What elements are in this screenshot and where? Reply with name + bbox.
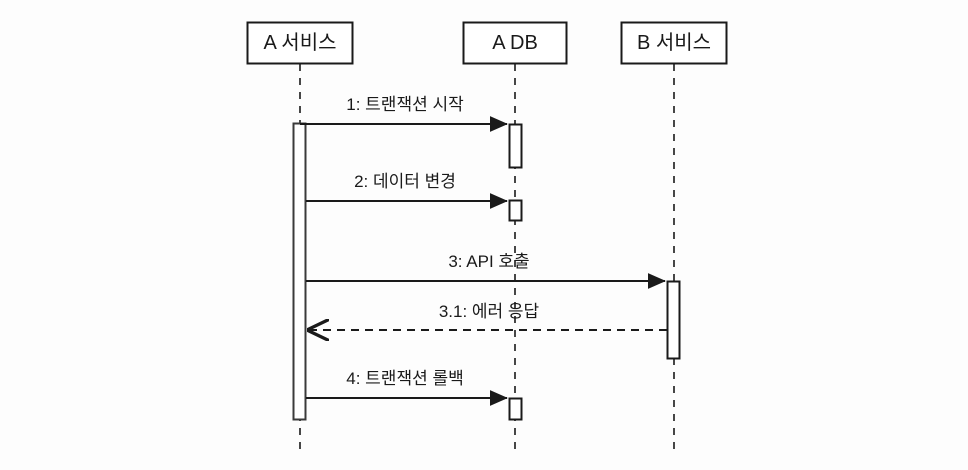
activation-bar-a-db-2[interactable] (508, 199, 523, 222)
participant-box-a-db[interactable] (462, 21, 568, 65)
participant-box-b-service[interactable] (620, 21, 728, 65)
activation-bar-a-service[interactable] (292, 122, 307, 421)
message-label-1: 1: 트랜잭션 시작 (346, 95, 464, 114)
participant-label-a-db: A DB (492, 32, 538, 54)
activation-bars (292, 122, 681, 421)
message-label-3-1: 3.1: 에러 응답 (438, 302, 540, 321)
message-label-3: 3: API 호출 (448, 252, 530, 271)
participant-boxes (246, 21, 728, 65)
activation-bar-b-service[interactable] (666, 280, 681, 360)
participant-box-a-service[interactable] (246, 21, 354, 65)
message-arrows (300, 116, 667, 406)
participant-label-a-service: A 서비스 (263, 32, 337, 54)
activation-bar-a-db-1[interactable] (508, 123, 523, 169)
activation-bar-a-db-3[interactable] (508, 397, 523, 421)
message-label-4: 4: 트랜잭션 롤백 (346, 369, 464, 388)
participant-label-b-service: B 서비스 (636, 32, 712, 54)
message-label-2: 2: 데이터 변경 (354, 172, 456, 191)
